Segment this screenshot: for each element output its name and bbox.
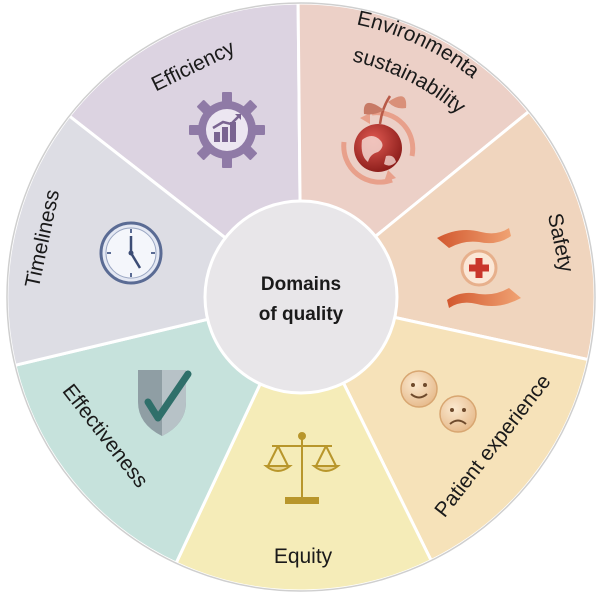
shield-check-icon: [138, 370, 192, 436]
center-title-line2: of quality: [259, 304, 344, 325]
happy-face-icon: [400, 370, 438, 408]
globe-plant-icon: [341, 95, 416, 185]
wheel-outline: [6, 2, 596, 592]
sad-face-icon: [439, 395, 477, 433]
scales-icon: [263, 432, 341, 504]
clock-icon: [99, 221, 163, 285]
gear-chart-icon: [189, 92, 265, 168]
center-circle: [203, 199, 399, 395]
center-title-line1: Domains: [261, 274, 341, 295]
faces-icon: [400, 370, 477, 433]
label-equity: Equity: [274, 545, 333, 568]
hands-cross-icon: [437, 228, 521, 308]
